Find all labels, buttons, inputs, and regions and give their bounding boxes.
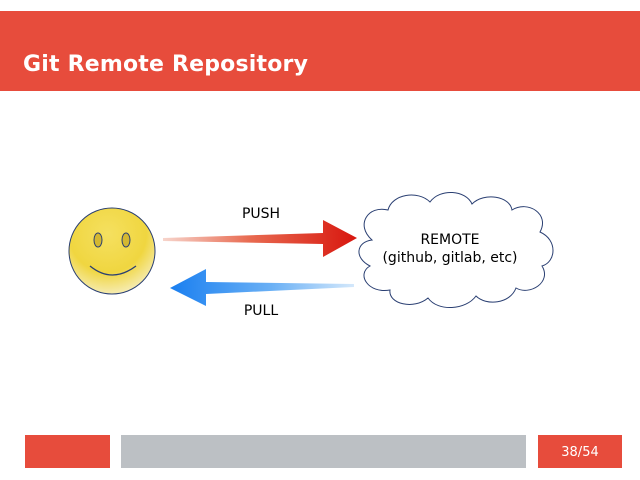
pull-arrow	[170, 269, 354, 306]
remote-label: REMOTE	[420, 232, 479, 248]
footer-left-block	[25, 435, 110, 468]
remote-examples-label: (github, gitlab, etc)	[382, 250, 517, 266]
page-number: 38/54	[538, 435, 622, 468]
smiley-face-icon	[68, 207, 156, 295]
cloud-icon	[358, 192, 554, 308]
footer-progress-bar	[121, 435, 526, 468]
slide-title: Git Remote Repository	[23, 52, 309, 77]
push-arrow	[163, 220, 357, 257]
push-label: PUSH	[242, 206, 280, 222]
title-bar	[0, 11, 640, 91]
pull-label: PULL	[244, 303, 278, 319]
